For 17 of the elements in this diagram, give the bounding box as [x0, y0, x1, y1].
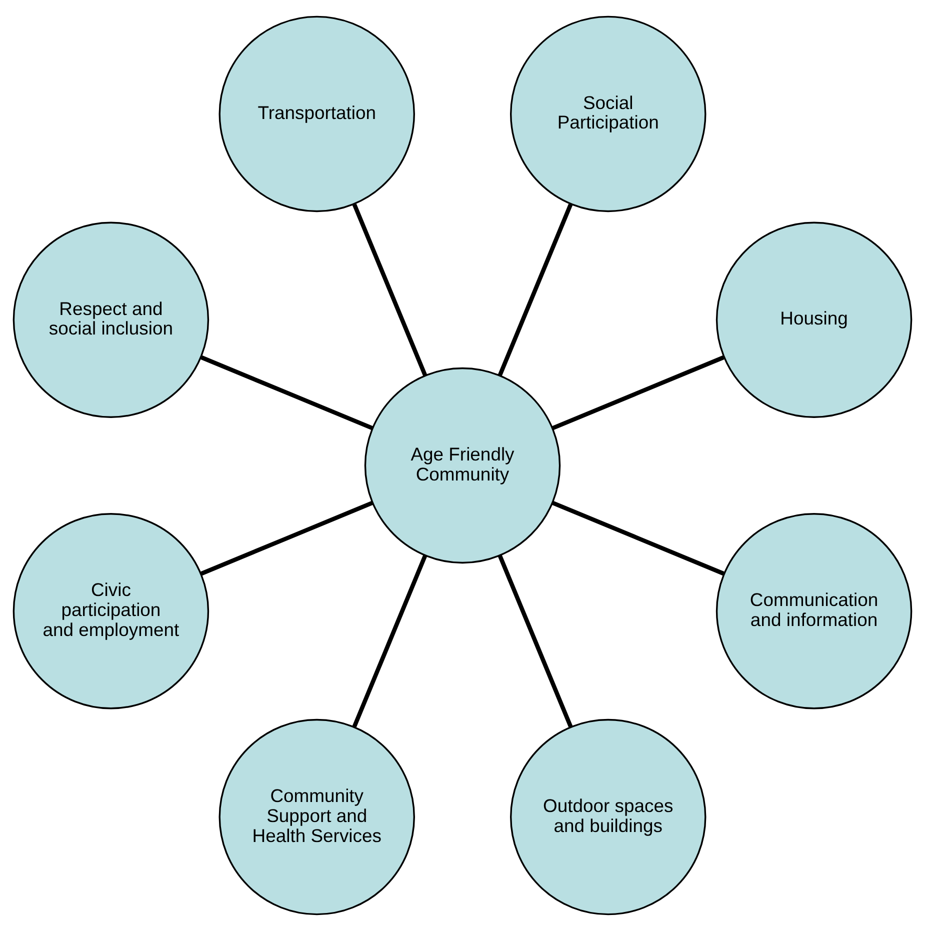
node-circle: Age Friendly Community — [364, 366, 561, 564]
node-circle: Community Support and Health Services — [218, 718, 415, 915]
node-circle: Housing — [716, 221, 912, 418]
connector — [552, 354, 724, 430]
node-circle: Communication and information — [716, 512, 912, 709]
connector — [552, 500, 724, 576]
connector — [498, 554, 573, 727]
node-circle: Respect and social inclusion — [12, 221, 210, 418]
node-circle: Transportation — [218, 15, 415, 212]
node-circle: Social Participation — [510, 15, 706, 212]
connector — [200, 500, 374, 576]
connector — [200, 354, 374, 430]
connector — [498, 203, 573, 376]
node-circle: Outdoor spaces and buildings — [510, 718, 706, 915]
node-circle: Civic participation and employment — [12, 512, 210, 709]
connector — [352, 554, 428, 727]
connector — [352, 203, 428, 376]
